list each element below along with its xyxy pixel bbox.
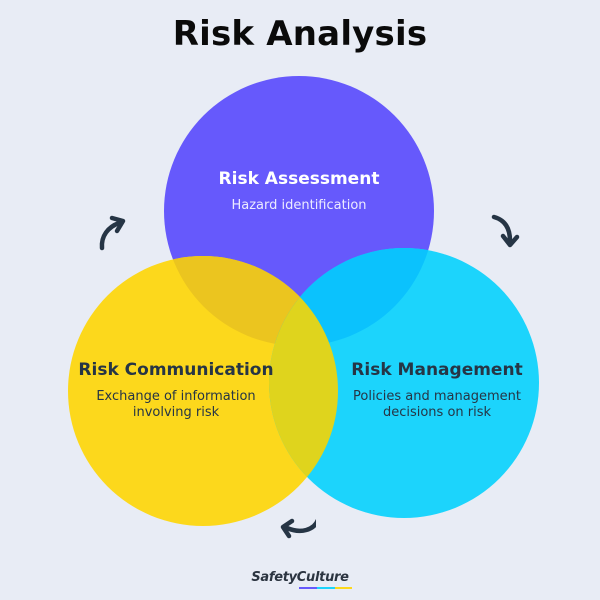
risk-assessment-label: Risk Assessment Hazard identification xyxy=(184,168,414,214)
risk-assessment-description: Hazard identification xyxy=(231,198,367,213)
safetyculture-logo: SafetyCulture xyxy=(0,568,600,589)
logo-text: SafetyCulture xyxy=(251,570,353,589)
risk-communication-label: Risk Communication Exchange of informati… xyxy=(66,359,286,421)
risk-management-description: Policies and management decisions on ris… xyxy=(332,389,542,421)
risk-communication-title: Risk Communication xyxy=(78,360,274,380)
curved-arrow-icon xyxy=(276,510,316,550)
page-title: Risk Analysis xyxy=(172,14,428,54)
description-line: involving risk xyxy=(132,405,220,420)
risk-communication-description: Exchange of information involving risk xyxy=(66,389,286,421)
description-line: Policies and management xyxy=(353,389,521,404)
curved-arrow-icon xyxy=(488,211,528,251)
description-line: Exchange of information xyxy=(96,389,256,404)
description-line: decisions on risk xyxy=(382,405,492,420)
logo-underline xyxy=(299,587,353,589)
risk-management-title: Risk Management xyxy=(351,360,523,380)
risk-management-label: Risk Management Policies and management … xyxy=(332,359,542,421)
curved-arrow-icon xyxy=(92,212,132,252)
risk-assessment-title: Risk Assessment xyxy=(218,169,380,189)
